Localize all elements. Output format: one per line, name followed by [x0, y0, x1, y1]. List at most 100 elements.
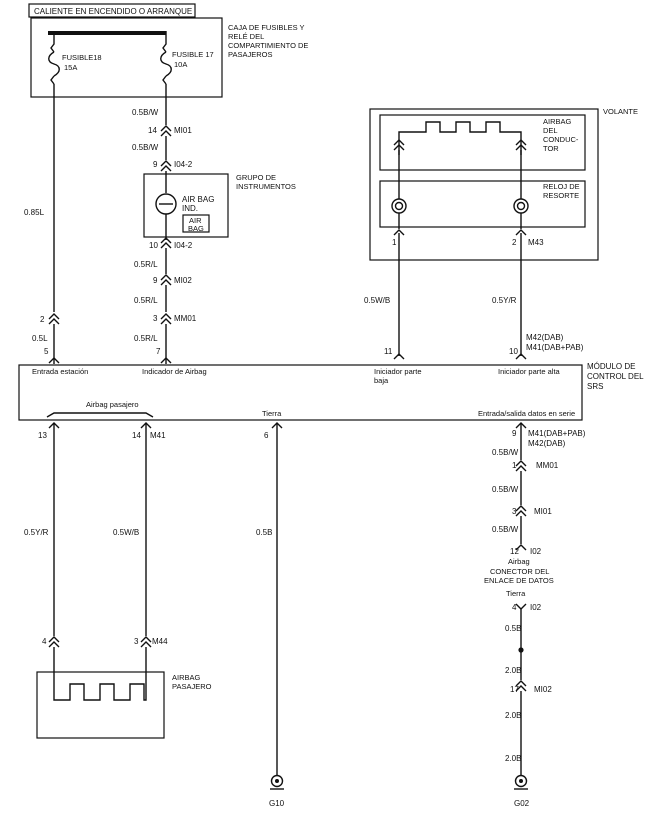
- clockspring-label-1: RELOJ DE: [543, 182, 580, 191]
- passenger-airbag-box: [36, 671, 165, 739]
- dlc-airbag: Airbag: [508, 557, 530, 566]
- m42-top-label-1: M42(DAB): [526, 333, 564, 342]
- wire-label-05bw-a: 0.5B/W: [492, 448, 519, 457]
- connector-i02-12-pin: 12: [510, 547, 519, 556]
- wire-label-05yr-bottom: 0.5Y/R: [24, 528, 49, 537]
- srs-module-title-2: CONTROL DEL: [587, 372, 644, 381]
- module-pin11-arrow: [393, 353, 405, 360]
- cluster-lamp-label-1: AIR BAG: [182, 195, 214, 204]
- connector-mi01-3-name: MI01: [534, 507, 552, 516]
- module-pin-10: 10: [509, 347, 518, 356]
- fuse-17-name: FUSIBLE 17: [172, 50, 214, 59]
- wire-label-05rl-3: 0.5R/L: [134, 334, 158, 343]
- module-pin-6: 6: [264, 431, 269, 440]
- module-pin10-arrow: [515, 353, 527, 360]
- connector-i02-12-symbol: [515, 544, 527, 551]
- connector-mi02-17-pin: 17: [510, 685, 519, 694]
- ground-g10-icon: [270, 774, 284, 788]
- wire-label-085l: 0.85L: [24, 208, 45, 217]
- module-pin-7: 7: [156, 347, 161, 356]
- fuse-18-rating: 15A: [64, 63, 77, 72]
- clockspring-coil-2-icon: [513, 198, 529, 214]
- driver-airbag-element: [398, 121, 522, 155]
- driver-airbag-label-1: AIRBAG: [543, 117, 572, 126]
- airbag-badge-line-1: AIR: [189, 216, 202, 225]
- connector-mm01-1-symbol: [515, 460, 527, 472]
- connector-m43-2-pin: 2: [512, 238, 517, 247]
- connector-mm01-3-symbol: [160, 313, 172, 325]
- connector-mi01-3-symbol: [515, 505, 527, 517]
- connector-m44-4-pin: 4: [42, 637, 47, 646]
- driver-airbag-label-4: TOR: [543, 144, 559, 153]
- connector-m43-2-symbol: [515, 229, 527, 236]
- connector-i042-9-pin: 9: [153, 160, 158, 169]
- ground-g10-dot: [275, 779, 279, 783]
- m41-bottom-label-2: M42(DAB): [528, 439, 566, 448]
- clockspring-coil-2-inner: [516, 201, 526, 211]
- pin-label-datos-serie: Entrada/salida datos en serie: [478, 409, 575, 418]
- m41-bottom-label-1: M41(DAB+PAB): [528, 429, 586, 438]
- cluster-lamp-label-2: IND.: [182, 204, 198, 213]
- srs-module-box: [18, 364, 583, 421]
- ground-g10-label: G10: [269, 799, 285, 808]
- connector-i042-9-symbol: [160, 160, 172, 172]
- connector-mi01-14-pin: 14: [148, 126, 157, 135]
- steering-wheel-title: VOLANTE: [603, 107, 638, 116]
- ground-g02-icon: [514, 774, 528, 788]
- fuse-18-lead-2: [50, 75, 55, 85]
- connector-m44-3-symbol: [140, 636, 152, 648]
- connector-mi02-9-symbol: [160, 274, 172, 286]
- connector-i042-10-symbol: [160, 237, 172, 249]
- wire-label-05wb-top: 0.5W/B: [364, 296, 390, 305]
- clockspring-coil-1-inner: [394, 201, 404, 211]
- pin-label-iniciador-baja-1: Iniciador parte: [374, 367, 422, 376]
- srs-module-title-3: SRS: [587, 382, 603, 391]
- wire-label-20b-2: 2.0B: [505, 711, 521, 720]
- connector-i042-10-name: I04-2: [174, 241, 193, 250]
- fuse-18-lead: [50, 31, 55, 53]
- connector-mi02-9-pin: 9: [153, 276, 158, 285]
- steering-wheel-box: [369, 108, 599, 261]
- dlc-tierra: Tierra: [506, 589, 526, 598]
- wire-label-05bw-1: 0.5B/W: [132, 108, 159, 117]
- driver-airbag-box: [379, 114, 586, 171]
- fuse-18-name: FUSIBLE18: [62, 53, 102, 62]
- cluster-title-1: GRUPO DE: [236, 173, 276, 182]
- ground-g02-dot: [519, 779, 523, 783]
- cluster-title-2: INSTRUMENTOS: [236, 182, 296, 191]
- wire-label-05b-dlc: 0.5B: [505, 624, 521, 633]
- pin-label-indicador-airbag: Indicador de Airbag: [142, 367, 207, 376]
- connector-mi01-14-name: MI01: [174, 126, 192, 135]
- wire-label-20b-1: 2.0B: [505, 666, 521, 675]
- fuse-box-title-2: RELÉ DEL: [228, 32, 264, 41]
- connector-m43-2-name: M43: [528, 238, 544, 247]
- wire-label-05bw-b: 0.5B/W: [492, 485, 519, 494]
- connector-mi01-14-symbol: [160, 125, 172, 137]
- connector-i02-4-symbol: [515, 603, 527, 610]
- supply-label: CALIENTE EN ENCENDIDO O ARRANQUE: [34, 7, 192, 16]
- pin-label-iniciador-alta: Iniciador parte alta: [498, 367, 561, 376]
- passenger-airbag-element: [53, 672, 147, 701]
- module-pin5-arrow: [48, 357, 60, 364]
- connector-i042-10-pin: 10: [149, 241, 158, 250]
- ground-g02-label: G02: [514, 799, 530, 808]
- module-pin-11: 11: [384, 347, 393, 356]
- clockspring-box: [379, 180, 586, 228]
- passenger-airbag-label-2: PASAJERO: [172, 682, 212, 691]
- connector-m41-13-pin: 13: [38, 431, 47, 440]
- pin-label-entrada-estacion: Entrada estación: [32, 367, 88, 376]
- connector-mi02-17-symbol: [515, 680, 527, 692]
- connector-m41-14-pin: 14: [132, 431, 141, 440]
- passenger-airbag-label-1: AIRBAG: [172, 673, 201, 682]
- connector-mm01-pin2-symbol: [48, 313, 60, 325]
- clockspring-coil-1-icon: [391, 198, 407, 214]
- dlc-label-1: CONECTOR DEL: [490, 567, 549, 576]
- connector-m43-1-pin: 1: [392, 238, 397, 247]
- fuse-17-symbol: [160, 51, 172, 77]
- connector-mm01-pin2: 2: [40, 315, 45, 324]
- connector-mm01-3-name: MM01: [174, 314, 197, 323]
- fuse-box-title-3: COMPARTIMIENTO DE: [228, 41, 308, 50]
- srs-module-title-1: MÓDULO DE: [587, 362, 635, 371]
- wire-label-05b-ground: 0.5B: [256, 528, 272, 537]
